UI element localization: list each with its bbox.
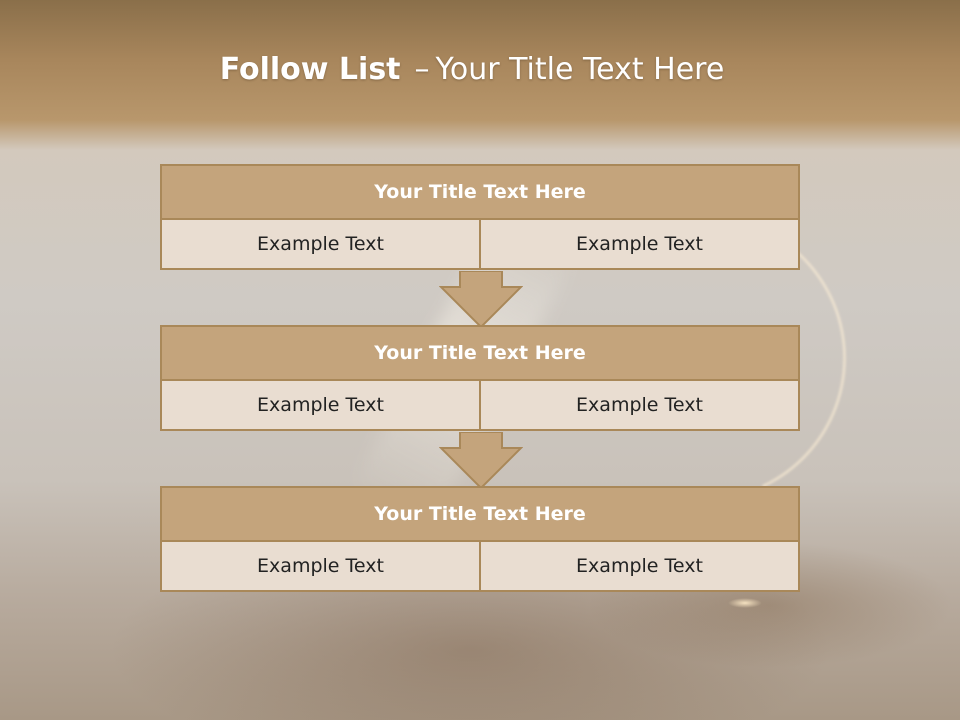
flow-step-2-title: Your Title Text Here — [160, 325, 800, 381]
flow-step-1-right-cell: Example Text — [481, 220, 800, 270]
flow-step-2: Your Title Text Here Example Text Exampl… — [160, 325, 800, 431]
flow-step-3-right-cell: Example Text — [481, 542, 800, 592]
slide-title-main: Follow List — [219, 52, 401, 87]
flow-step-3-left-cell: Example Text — [160, 542, 481, 592]
flow-step-3-row: Example Text Example Text — [160, 542, 800, 592]
slide-title-dash: – — [414, 52, 430, 87]
down-arrow-1 — [439, 271, 523, 329]
flow-step-2-row: Example Text Example Text — [160, 381, 800, 431]
flow-step-3-title: Your Title Text Here — [160, 486, 800, 542]
flow-step-3: Your Title Text Here Example Text Exampl… — [160, 486, 800, 592]
flow-step-2-right-cell: Example Text — [481, 381, 800, 431]
flow-step-2-left-cell: Example Text — [160, 381, 481, 431]
flow-step-1-row: Example Text Example Text — [160, 220, 800, 270]
slide-title-sub: Your Title Text Here — [435, 52, 725, 87]
flow-step-1-title: Your Title Text Here — [160, 164, 800, 220]
flow-step-1: Your Title Text Here Example Text Exampl… — [160, 164, 800, 270]
slide-title: Follow List–Your Title Text Here — [0, 52, 944, 87]
flow-step-1-left-cell: Example Text — [160, 220, 481, 270]
down-arrow-2 — [439, 432, 523, 490]
background-sparkle — [728, 598, 762, 608]
